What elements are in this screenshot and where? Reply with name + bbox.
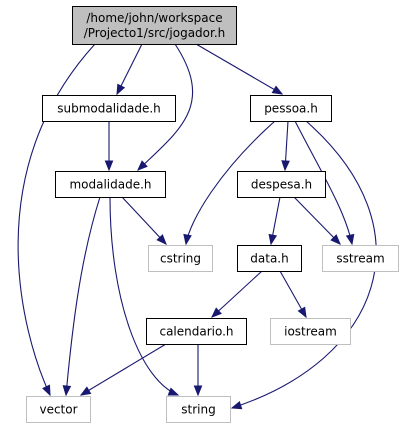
- arrowhead: [156, 234, 167, 245]
- edge-jogador-to-modalidade: [137, 43, 194, 171]
- node-box: [146, 318, 247, 345]
- edge-modalidade-to-string: [109, 196, 180, 396]
- arrowhead: [116, 83, 126, 96]
- edge-line: [137, 43, 194, 171]
- edge-line: [185, 120, 276, 245]
- edges-layer: [17, 43, 377, 410]
- arrowhead: [137, 160, 148, 171]
- node-sstream: sstream: [322, 245, 399, 272]
- arrowhead: [297, 306, 307, 319]
- arrowhead: [271, 85, 284, 95]
- edge-data-to-iostream: [279, 270, 307, 319]
- edge-line: [195, 43, 283, 95]
- node-box: [237, 171, 326, 198]
- edge-modalidade-to-cstring: [121, 196, 167, 245]
- edge-line: [293, 196, 341, 245]
- node-label: sstream: [336, 252, 384, 266]
- node-box: [42, 95, 176, 122]
- node-string: string: [166, 396, 231, 423]
- arrowhead: [330, 234, 341, 245]
- nodes-layer: /home/john/workspace/Projecto1/src/jogad…: [26, 6, 399, 423]
- node-box: [270, 318, 351, 345]
- edge-despesa-to-data: [268, 196, 281, 246]
- edge-calendario-to-vector: [79, 343, 167, 396]
- node-box: [237, 245, 302, 272]
- edge-jogador-to-submodalidade: [116, 43, 143, 96]
- arrowhead: [268, 233, 278, 246]
- node-calendario[interactable]: calendario.h: [146, 318, 247, 345]
- node-label: /Projecto1/src/jogador.h: [84, 26, 226, 40]
- arrowhead: [281, 160, 290, 172]
- arrowhead: [193, 385, 203, 397]
- arrowhead: [211, 307, 222, 318]
- node-label: /home/john/workspace: [86, 11, 222, 25]
- edge-line: [109, 196, 179, 396]
- node-label: cstring: [160, 252, 201, 266]
- node-label: despesa.h: [251, 178, 312, 192]
- edge-line: [80, 343, 167, 396]
- edge-pessoa-to-cstring: [183, 120, 276, 246]
- node-vector: vector: [26, 396, 91, 423]
- node-box: [55, 171, 166, 198]
- arrowhead: [42, 384, 51, 397]
- edge-despesa-to-sstream: [293, 196, 341, 245]
- edge-pessoa-to-despesa: [281, 120, 290, 172]
- edge-calendario-to-string: [193, 344, 203, 397]
- edge-line: [294, 120, 353, 245]
- arrowhead: [62, 385, 72, 397]
- arrowhead: [345, 233, 355, 246]
- edge-data-to-calendario: [211, 270, 263, 318]
- node-label: calendario.h: [159, 325, 233, 339]
- edge-modalidade-to-vector: [62, 196, 101, 397]
- node-submodalidade[interactable]: submodalidade.h: [42, 95, 176, 122]
- arrowhead: [104, 160, 114, 172]
- node-label: submodalidade.h: [57, 102, 161, 116]
- node-label: data.h: [250, 252, 288, 266]
- arrowhead: [167, 387, 180, 396]
- node-jogador[interactable]: /home/john/workspace/Projecto1/src/jogad…: [72, 6, 237, 45]
- edge-submodalidade-to-modalidade: [104, 121, 114, 172]
- edge-line: [231, 120, 377, 409]
- arrowhead: [230, 400, 243, 410]
- node-modalidade[interactable]: modalidade.h: [55, 171, 166, 198]
- node-box: [148, 245, 213, 272]
- node-iostream: iostream: [270, 318, 351, 345]
- node-label: pessoa.h: [264, 102, 318, 116]
- arrowhead: [79, 386, 92, 396]
- node-box: [250, 95, 332, 122]
- edge-line: [65, 196, 101, 396]
- node-despesa[interactable]: despesa.h: [237, 171, 326, 198]
- node-label: iostream: [284, 325, 337, 339]
- arrowhead: [183, 233, 192, 246]
- node-cstring: cstring: [148, 245, 213, 272]
- node-box: [72, 6, 237, 45]
- node-label: string: [181, 403, 215, 417]
- node-data[interactable]: data.h: [237, 245, 302, 272]
- node-box: [26, 396, 91, 423]
- edge-pessoa-to-sstream: [294, 120, 355, 246]
- edge-line: [121, 196, 167, 245]
- edge-pessoa-to-string: [230, 120, 377, 410]
- node-box: [166, 396, 231, 423]
- edge-line: [211, 270, 263, 318]
- node-pessoa[interactable]: pessoa.h: [250, 95, 332, 122]
- node-label: modalidade.h: [69, 178, 151, 192]
- edge-jogador-to-pessoa: [195, 43, 284, 95]
- node-label: vector: [39, 403, 77, 417]
- node-box: [322, 245, 399, 272]
